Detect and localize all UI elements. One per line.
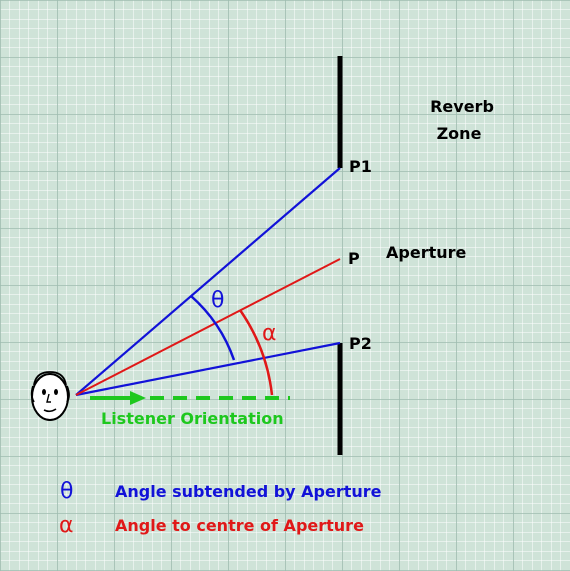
aperture-label: Aperture: [386, 243, 467, 262]
legend-alpha-symbol: α: [59, 513, 74, 538]
line-to-p2: [75, 341, 341, 397]
line-to-p1: [75, 167, 341, 396]
orientation-arrow-head: [130, 391, 146, 405]
legend-theta-text: Angle subtended by Aperture: [115, 482, 382, 501]
alpha-arc: [238, 309, 274, 396]
p-label: P: [348, 249, 360, 268]
legend: θ Angle subtended by Aperture α Angle to…: [59, 479, 382, 538]
reverb-zone-label-line1: Reverb: [430, 97, 494, 116]
listener-orientation-label: Listener Orientation: [101, 409, 284, 428]
p2-label: P2: [349, 334, 372, 353]
legend-alpha-text: Angle to centre of Aperture: [115, 516, 364, 535]
legend-theta-symbol: θ: [60, 479, 73, 504]
line-to-p: [75, 258, 341, 396]
reverb-zone-label-line2: Zone: [437, 124, 482, 143]
theta-label: θ: [211, 288, 224, 313]
listener-face-icon: [30, 371, 70, 421]
p1-label: P1: [349, 157, 372, 176]
theta-arc: [190, 295, 236, 361]
alpha-label: α: [262, 321, 277, 346]
